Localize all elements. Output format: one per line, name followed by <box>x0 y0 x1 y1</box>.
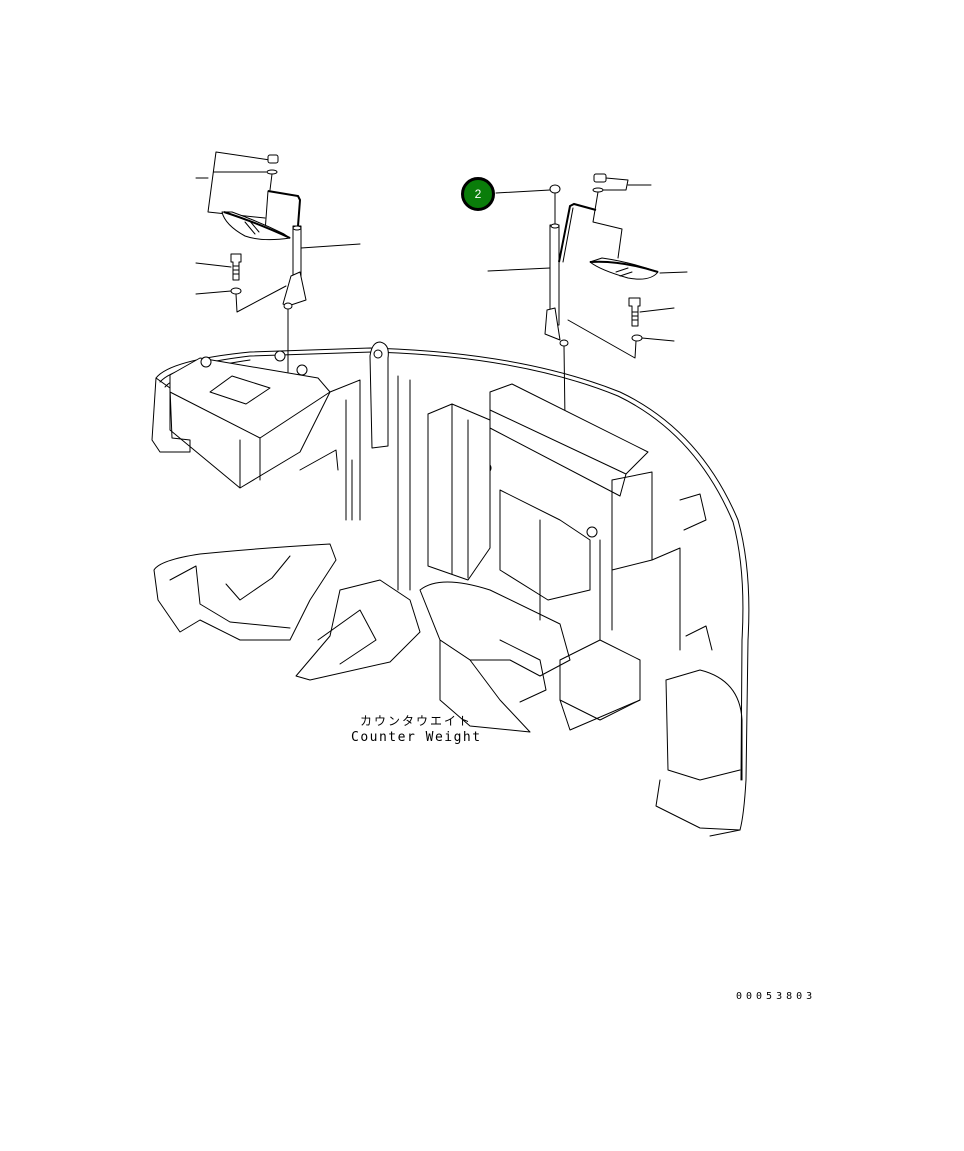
callout-number: 2 <box>474 187 482 201</box>
part-label-japanese: カウンタウエイト <box>360 714 473 728</box>
lamp-icon <box>589 257 659 280</box>
bolt-icon <box>230 253 242 281</box>
lifting-eye <box>369 341 389 449</box>
drawing-number: 00053803 <box>736 991 817 1002</box>
left-lamp-assembly <box>195 151 361 373</box>
washer-icon <box>592 187 604 193</box>
cap-icon <box>549 184 561 194</box>
lamp-icon <box>221 211 291 241</box>
washer-icon <box>266 169 278 175</box>
washer-icon <box>631 334 643 342</box>
counterweight-body <box>151 341 750 837</box>
washer-icon <box>230 287 242 295</box>
part-label-english: Counter Weight <box>351 730 482 745</box>
right-lamp-assembly <box>487 173 688 421</box>
nut-icon <box>267 154 279 164</box>
nut-icon <box>593 173 607 183</box>
callout-bubble-2[interactable]: 2 <box>461 177 495 211</box>
